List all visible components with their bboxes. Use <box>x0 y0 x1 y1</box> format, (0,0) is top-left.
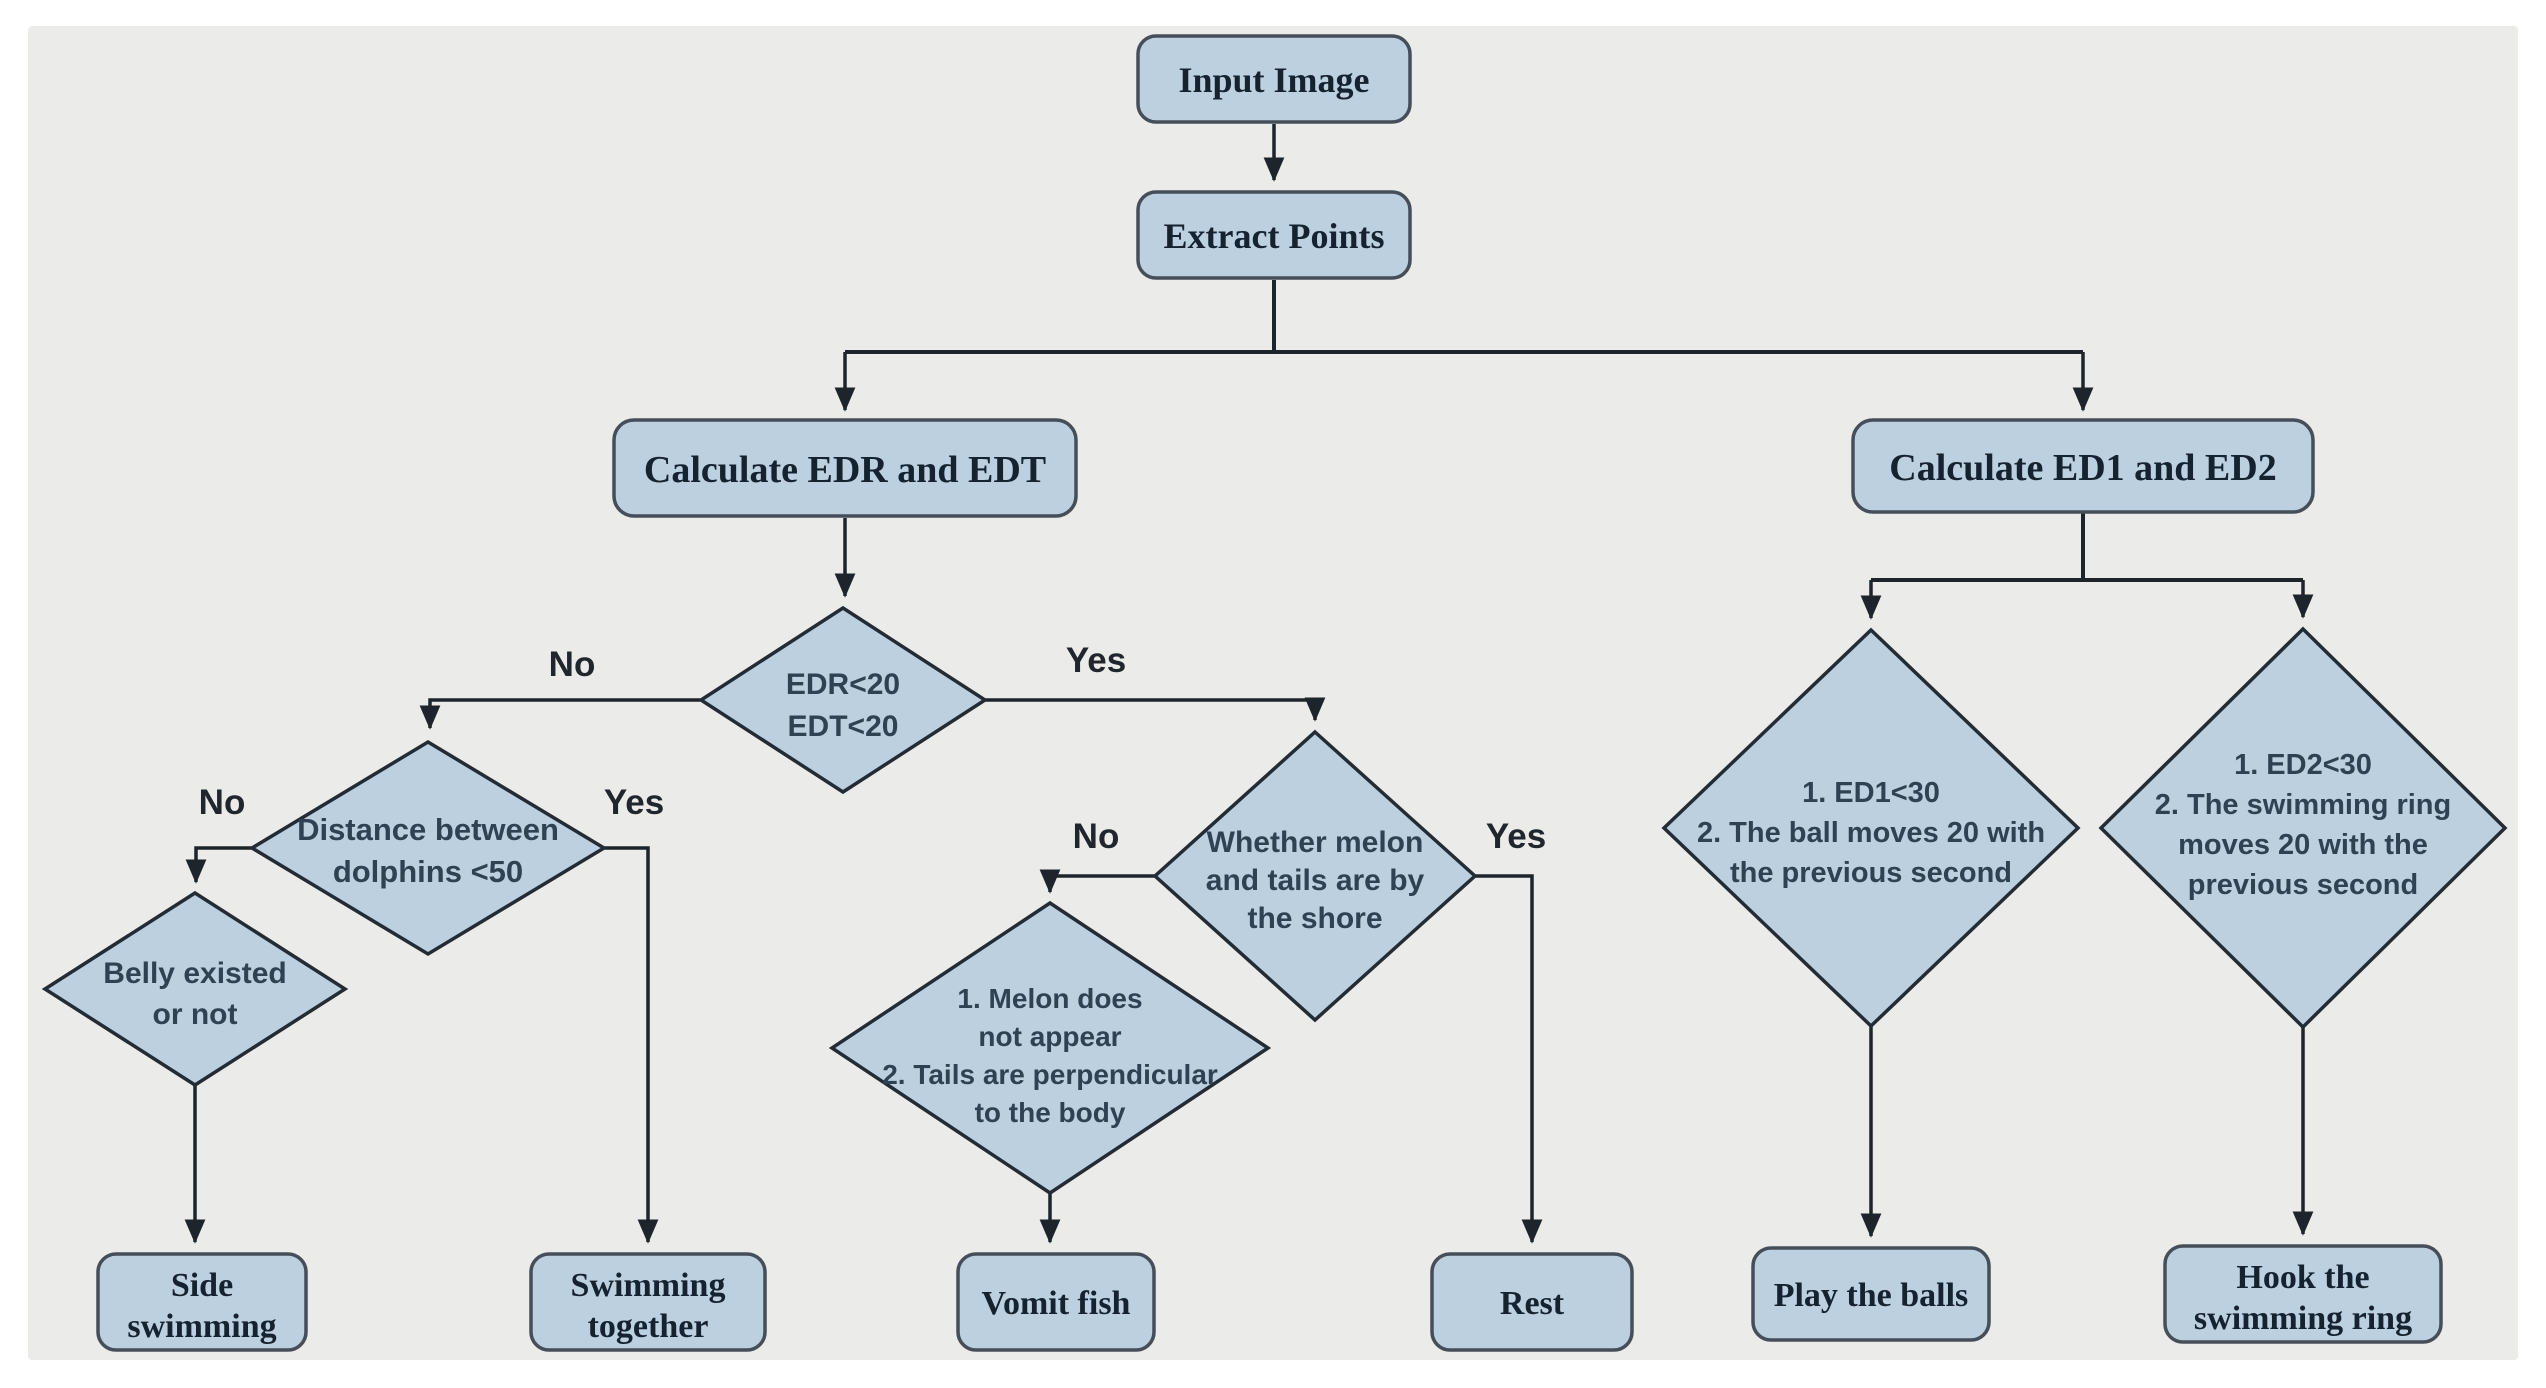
edge-labels: No Yes No Yes No Yes <box>199 641 1547 856</box>
hook-swimming-ring-box <box>2163 1244 2443 1344</box>
ed2-line4: previous second <box>2188 869 2418 901</box>
label-distance-yes: Yes <box>604 783 664 822</box>
belly-diamond <box>41 890 349 1088</box>
label-shore-no: No <box>1073 817 1120 856</box>
shore-line1: Whether melon <box>1207 826 1424 859</box>
swimming-together-line1: Swimming <box>571 1267 726 1304</box>
calculate-ed1-ed2-label: Calculate ED1 and ED2 <box>1889 447 2276 489</box>
edge-shore-no <box>1039 869 1157 894</box>
hook-swimming-ring-line2: swimming ring <box>2194 1300 2412 1337</box>
edge-distance-no <box>185 846 254 884</box>
side-swimming-line1: Side <box>171 1267 233 1304</box>
node-ed1-decision: 1. ED1<30 2. The ball moves 20 with the … <box>1661 627 2081 1029</box>
play-the-balls-label: Play the balls <box>1774 1277 1969 1314</box>
distance-line1: Distance between <box>297 812 559 847</box>
node-ed2-decision: 1. ED2<30 2. The swimming ring moves 20 … <box>2098 626 2508 1030</box>
node-extract-points: Extract Points <box>1136 190 1412 280</box>
shore-line3: the shore <box>1247 902 1382 935</box>
node-edr-edt-decision: EDR<20 EDT<20 <box>697 605 989 795</box>
belly-line1: Belly existed <box>103 957 286 990</box>
melon-tails-line4: to the body <box>975 1097 1126 1128</box>
ed2-line3: moves 20 with the <box>2178 829 2428 861</box>
edge-edr-no <box>419 698 703 730</box>
node-play-the-balls: Play the balls <box>1751 1246 1991 1342</box>
node-rest: Rest <box>1430 1252 1634 1352</box>
node-shore-decision: Whether melon and tails are by the shore <box>1152 729 1478 1023</box>
play-the-balls-box <box>1751 1246 1991 1342</box>
shore-line2: and tails are by <box>1206 864 1425 897</box>
melon-tails-line1: 1. Melon does <box>957 983 1142 1014</box>
label-shore-yes: Yes <box>1486 817 1546 856</box>
ed2-line1: 1. ED2<30 <box>2234 749 2372 781</box>
edge-edr-yes <box>983 697 1326 722</box>
edge-shore-yes <box>1473 874 1543 1244</box>
edr-edt-line1: EDR<20 <box>786 668 900 701</box>
swimming-together-line2: together <box>588 1308 709 1345</box>
label-edr-yes: Yes <box>1066 641 1126 680</box>
extract-points-label: Extract Points <box>1164 216 1385 256</box>
ed1-line1: 1. ED1<30 <box>1802 777 1940 809</box>
side-swimming-box <box>96 1252 308 1352</box>
edge-calc-ed-split-bar <box>1871 512 2303 582</box>
edge-distance-yes <box>602 846 659 1244</box>
hook-swimming-ring-line1: Hook the <box>2236 1259 2369 1296</box>
calculate-edr-edt-box <box>612 418 1078 518</box>
swimming-together-box <box>529 1252 767 1352</box>
edr-edt-diamond <box>697 605 989 795</box>
node-melon-tails-decision: 1. Melon does not appear 2. Tails are pe… <box>828 900 1272 1196</box>
melon-tails-diamond <box>828 900 1272 1196</box>
input-image-label: Input Image <box>1178 60 1369 100</box>
rest-box <box>1430 1252 1634 1352</box>
node-input-image: Input Image <box>1136 34 1412 124</box>
edr-edt-line2: EDT<20 <box>788 710 899 743</box>
ed1-diamond <box>1661 627 2081 1029</box>
node-vomit-fish: Vomit fish <box>956 1252 1156 1352</box>
side-swimming-line2: swimming <box>127 1308 276 1345</box>
edges <box>184 124 2314 1244</box>
ed1-line3: the previous second <box>1730 857 2012 889</box>
vomit-fish-box <box>956 1252 1156 1352</box>
distance-line2: dolphins <50 <box>333 854 523 889</box>
node-side-swimming: Side swimming <box>96 1252 308 1352</box>
panel-background <box>28 26 2518 1360</box>
node-hook-swimming-ring: Hook the swimming ring <box>2163 1244 2443 1344</box>
ed2-line2: 2. The swimming ring <box>2155 789 2452 821</box>
label-distance-no: No <box>199 783 246 822</box>
edge-extract-split-bar <box>845 280 2083 354</box>
shore-diamond <box>1152 729 1478 1023</box>
node-swimming-together: Swimming together <box>529 1252 767 1352</box>
node-distance-decision: Distance between dolphins <50 <box>248 739 608 957</box>
melon-tails-line3: 2. Tails are perpendicular <box>882 1059 1218 1090</box>
node-calculate-edr-edt: Calculate EDR and EDT <box>612 418 1078 518</box>
node-calculate-ed1-ed2: Calculate ED1 and ED2 <box>1851 418 2315 514</box>
calculate-ed1-ed2-box <box>1851 418 2315 514</box>
input-image-box <box>1136 34 1412 124</box>
ed2-diamond <box>2098 626 2508 1030</box>
ed1-line2: 2. The ball moves 20 with <box>1697 817 2045 849</box>
vomit-fish-label: Vomit fish <box>982 1285 1131 1322</box>
belly-line2: or not <box>153 998 238 1031</box>
calculate-edr-edt-label: Calculate EDR and EDT <box>644 449 1046 491</box>
distance-diamond <box>248 739 608 957</box>
label-edr-no: No <box>549 645 596 684</box>
node-belly-decision: Belly existed or not <box>41 890 349 1088</box>
melon-tails-line2: not appear <box>978 1021 1121 1052</box>
rest-label: Rest <box>1500 1285 1565 1322</box>
extract-points-box <box>1136 190 1412 280</box>
